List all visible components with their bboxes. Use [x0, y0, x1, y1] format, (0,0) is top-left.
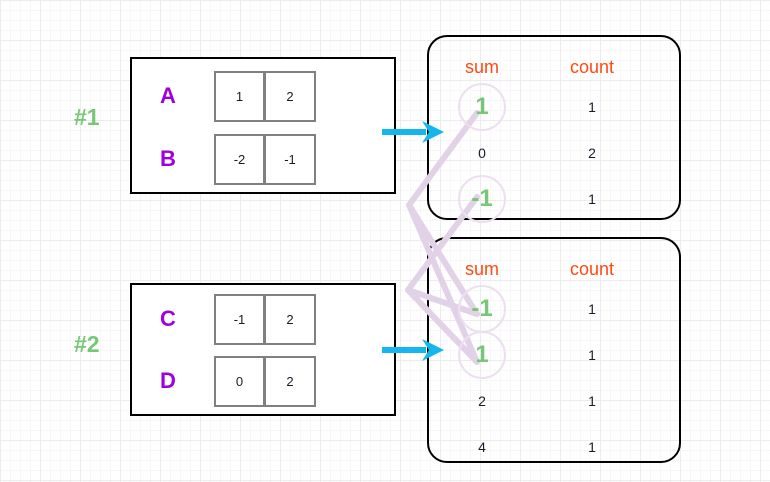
sum-value-cell: -1	[427, 285, 537, 333]
table-row: 4 1	[427, 424, 681, 470]
highlight-bubble: 1	[458, 331, 506, 379]
result-table-body: 1 1 0 2 -1 1	[427, 78, 681, 223]
result-table-body: -1 1 1 1 2 1 4 1	[427, 280, 681, 470]
row-cells: 0 2	[214, 355, 316, 407]
count-value-cell: 1	[588, 191, 596, 207]
partition-row: A 1 2	[160, 68, 316, 124]
row-cells: -2 -1	[214, 133, 316, 185]
row-key-d: D	[160, 368, 176, 393]
row-cells: 1 2	[214, 70, 316, 122]
right-arrow-icon	[382, 121, 444, 143]
count-value-cell: 1	[588, 393, 596, 409]
table-row: -1 1	[427, 285, 681, 333]
data-cell: -1	[214, 293, 265, 345]
result-table-header: sum count	[427, 35, 681, 78]
data-cell: -2	[214, 133, 265, 185]
column-header-count: count	[569, 57, 615, 77]
row-key-c: C	[160, 306, 176, 331]
sum-value-cell: 0	[478, 145, 486, 161]
data-cell: 2	[265, 293, 316, 345]
partition-row: D 0 2	[160, 353, 316, 409]
highlight-bubble: -1	[458, 175, 506, 223]
highlight-bubble: 1	[458, 83, 506, 131]
count-value-cell: 1	[588, 439, 596, 455]
table-row: 2 1	[427, 378, 681, 424]
result-table-2: sum count -1 1 1 1 2 1 4 1	[427, 237, 681, 470]
table-row: 1 1	[427, 331, 681, 379]
column-header-sum: sum	[464, 57, 499, 77]
column-header-sum: sum	[464, 259, 499, 279]
table-row: 0 2	[427, 130, 681, 176]
row-cells: -1 2	[214, 293, 316, 345]
table-row: -1 1	[427, 175, 681, 223]
data-cell: 1	[214, 70, 265, 122]
data-cell: 2	[265, 70, 316, 122]
partition-label-1: #1	[74, 104, 100, 130]
result-table-1: sum count 1 1 0 2 -1 1	[427, 35, 681, 223]
count-value-cell: 1	[588, 99, 596, 115]
column-header-count: count	[569, 259, 615, 279]
count-value-cell: 1	[588, 347, 596, 363]
row-key-b: B	[160, 146, 176, 171]
count-value-cell: 2	[588, 145, 596, 161]
sum-value-cell: -1	[427, 175, 537, 223]
row-key-a: A	[160, 83, 176, 108]
table-row: 1 1	[427, 83, 681, 131]
partition-row: B -2 -1	[160, 131, 316, 187]
data-cell: 0	[214, 355, 265, 407]
sum-value-cell: 2	[478, 393, 486, 409]
partition-box-2: C -1 2 D 0 2	[130, 283, 396, 416]
highlight-bubble: -1	[458, 285, 506, 333]
data-cell: -1	[265, 133, 316, 185]
partition-row: C -1 2	[160, 291, 316, 347]
sum-value-cell: 4	[478, 439, 486, 455]
partition-label-2: #2	[74, 331, 100, 357]
result-table-header: sum count	[427, 237, 681, 280]
partition-box-1: A 1 2 B -2 -1	[130, 57, 396, 194]
data-cell: 2	[265, 355, 316, 407]
count-value-cell: 1	[588, 301, 596, 317]
right-arrow-icon	[382, 339, 444, 361]
